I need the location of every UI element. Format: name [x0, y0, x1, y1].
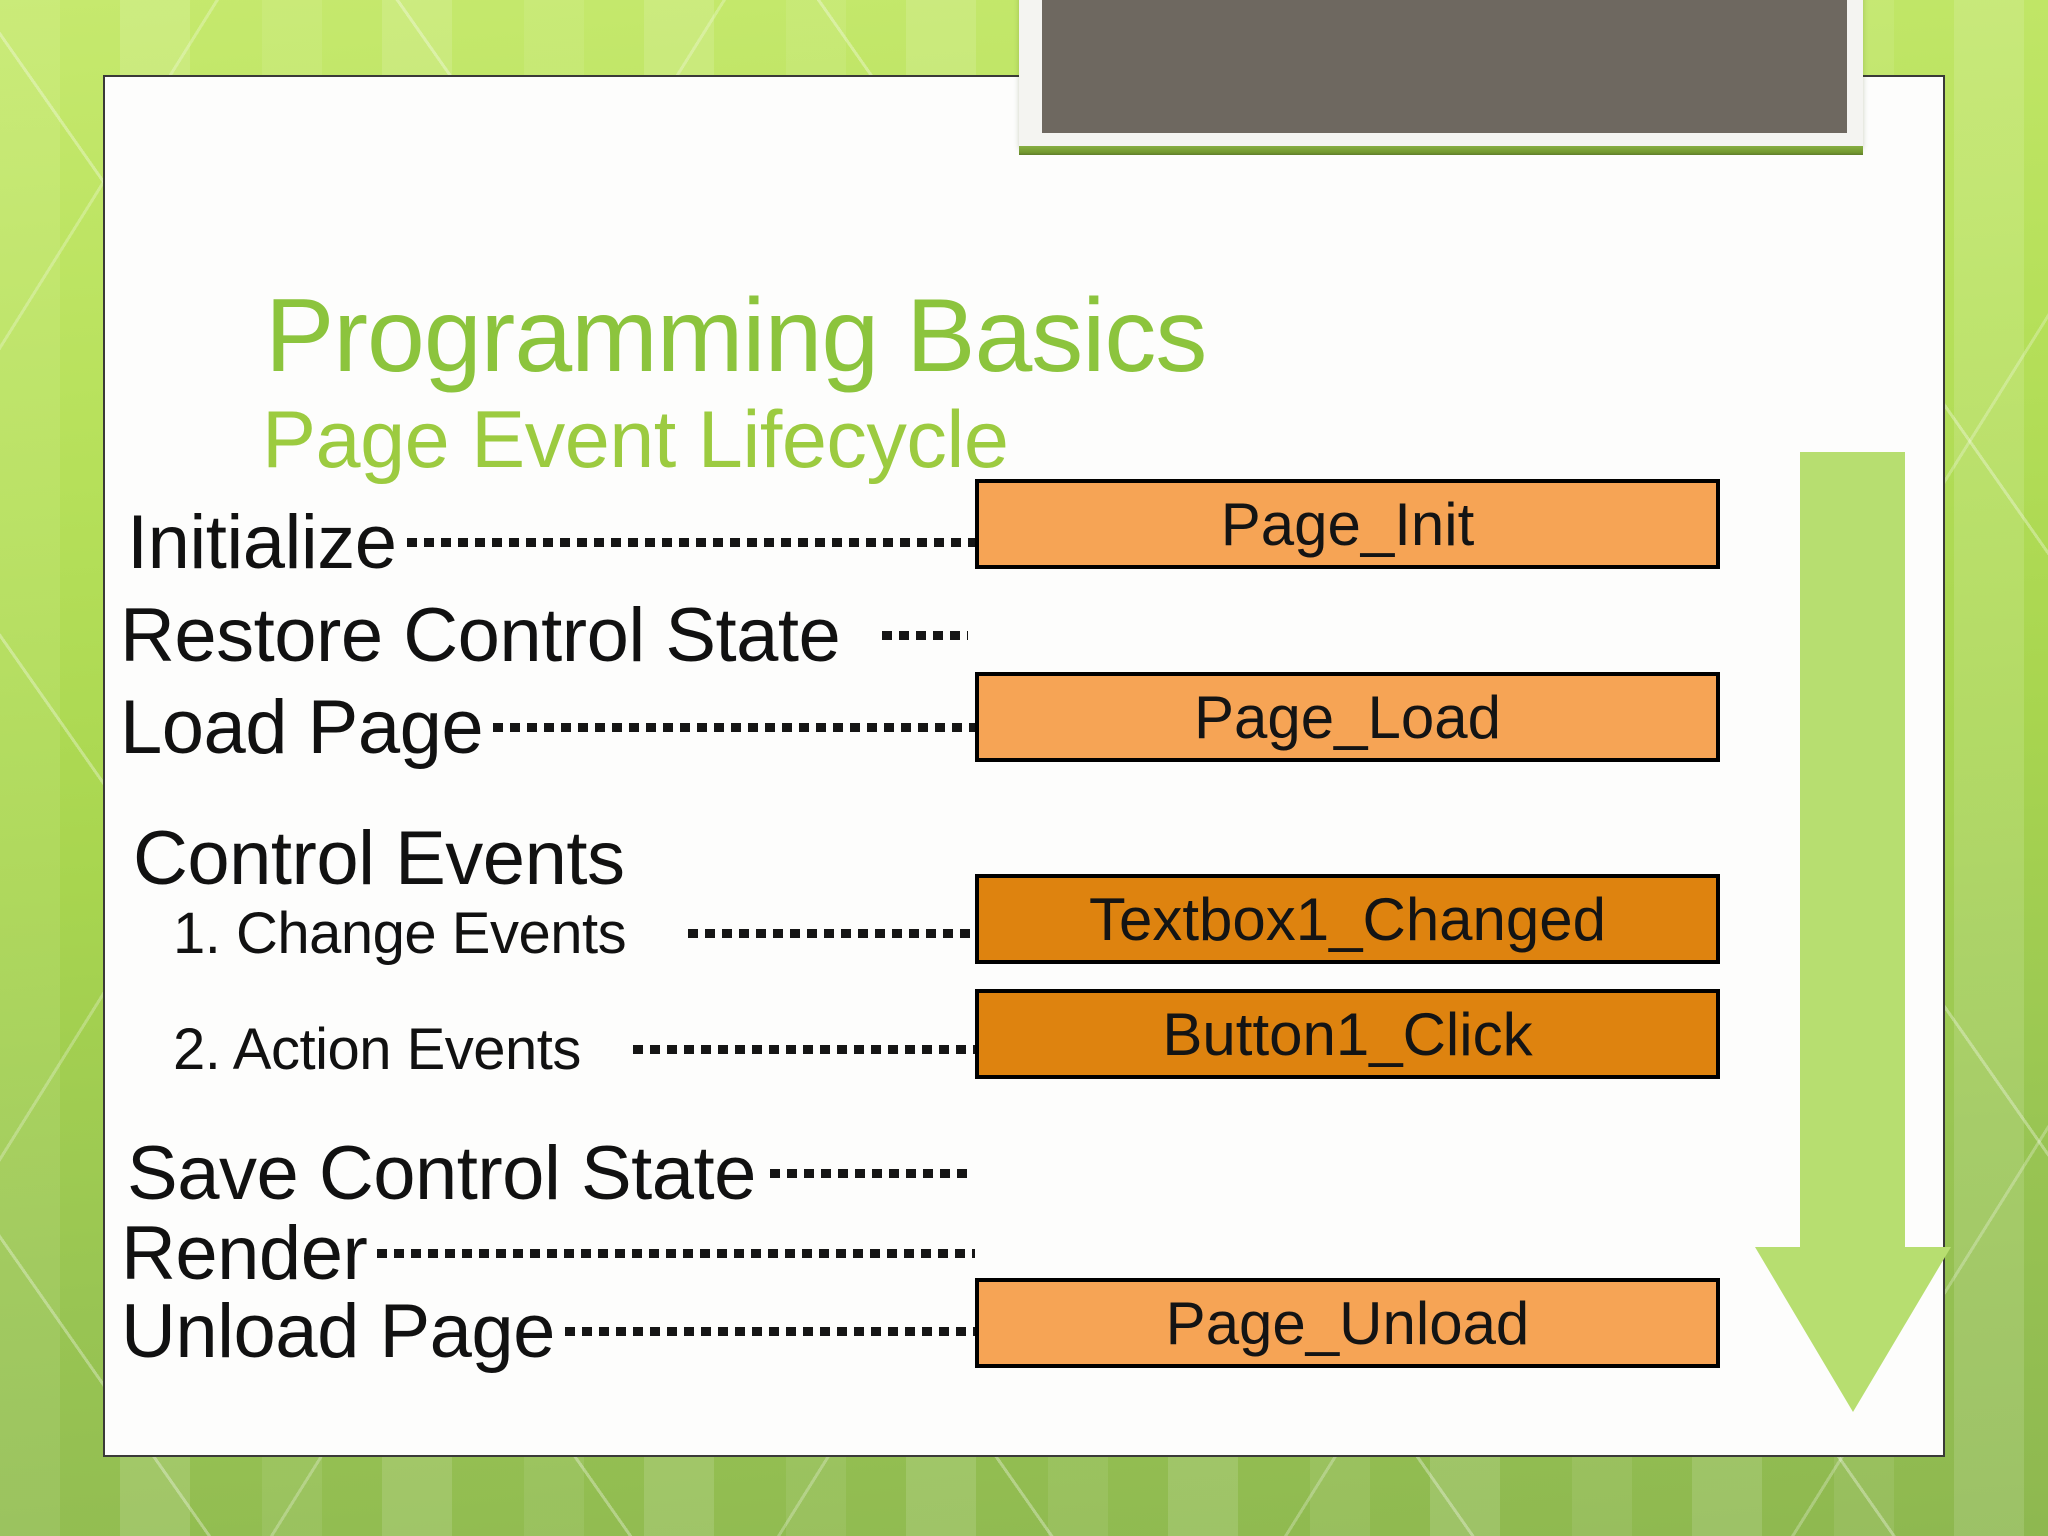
event-box-button1-click: Button1_Click	[975, 989, 1720, 1079]
dotted-leader	[493, 722, 975, 732]
row-action-events: 2. Action Events	[173, 1013, 975, 1085]
label-unload-page: Unload Page	[121, 1288, 555, 1374]
row-control-events-heading: Control Events	[133, 810, 625, 906]
event-box-page-init: Page_Init	[975, 479, 1720, 569]
dotted-leader	[406, 537, 975, 547]
page-subtitle: Page Event Lifecycle	[262, 395, 1009, 485]
label-render: Render	[121, 1210, 368, 1296]
row-restore-control-state: Restore Control State	[120, 587, 968, 683]
label-load-page: Load Page	[120, 684, 484, 770]
dotted-leader	[564, 1326, 975, 1336]
dotted-leader	[632, 1044, 975, 1054]
dotted-leader	[377, 1248, 975, 1258]
event-box-page-load: Page_Load	[975, 672, 1720, 762]
event-box-textbox1-changed: Textbox1_Changed	[975, 874, 1720, 964]
label-action-events: 2. Action Events	[173, 1016, 581, 1082]
slide-canvas	[103, 75, 1945, 1457]
label-control-events: Control Events	[133, 815, 625, 901]
label-restore-control-state: Restore Control State	[120, 592, 841, 678]
row-render: Render	[121, 1205, 975, 1301]
photo-placeholder-accent-bar	[1019, 146, 1863, 155]
event-box-page-unload: Page_Unload	[975, 1278, 1720, 1368]
dotted-leader	[882, 630, 968, 640]
row-initialize: Initialize	[127, 494, 975, 590]
photo-placeholder	[1019, 0, 1863, 146]
dotted-leader	[769, 1168, 968, 1178]
photo-placeholder-image	[1042, 0, 1847, 133]
label-save-control-state: Save Control State	[127, 1130, 756, 1216]
page-title: Programming Basics	[265, 278, 1207, 394]
label-change-events: 1. Change Events	[173, 900, 627, 966]
label-initialize: Initialize	[127, 499, 397, 585]
row-load-page: Load Page	[120, 679, 975, 775]
row-change-events: 1. Change Events	[173, 897, 975, 969]
dotted-leader	[688, 928, 975, 938]
row-unload-page: Unload Page	[121, 1283, 975, 1379]
row-save-control-state: Save Control State	[127, 1125, 968, 1221]
